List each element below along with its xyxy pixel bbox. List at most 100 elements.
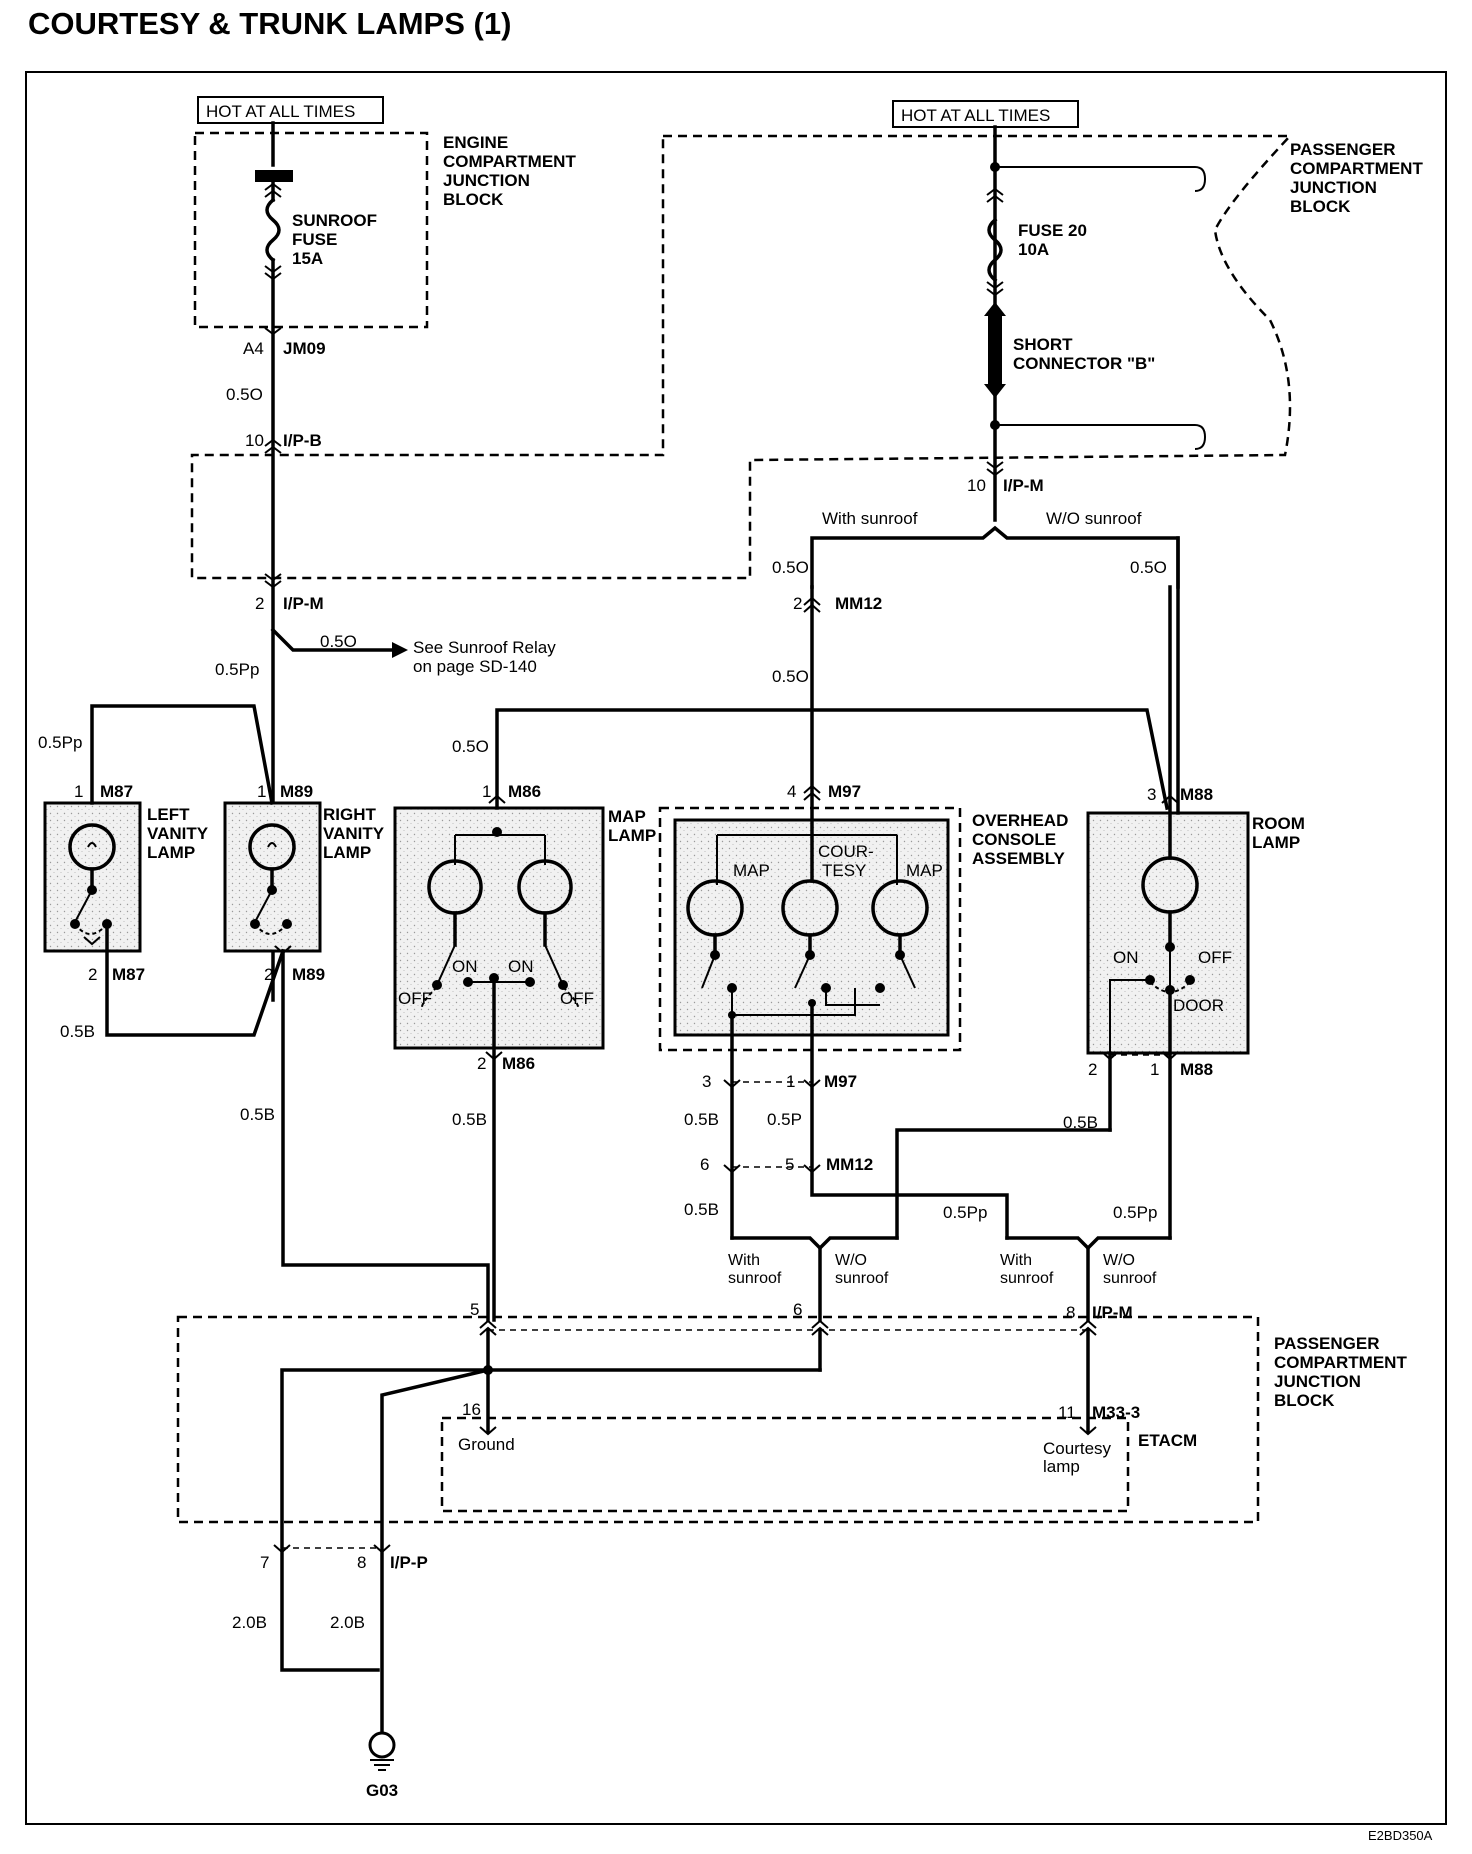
wo-sunroof-b1-1: W/O	[835, 1252, 867, 1269]
sunroof-relay-note-2: on page SD-140	[413, 657, 537, 676]
left-vanity-label-2: VANITY	[147, 824, 209, 843]
map-lamp-on-right: ON	[508, 957, 534, 976]
connector-m88-top: M88	[1180, 785, 1213, 804]
with-sunroof-top: With sunroof	[822, 509, 918, 528]
connector-m86-top: M86	[508, 782, 541, 801]
wo-sunroof-b2-2: sunroof	[1103, 1270, 1157, 1287]
map-lamp-off-left: OFF	[398, 989, 432, 1008]
wire-color-sunroof-relay: 0.5O	[320, 632, 357, 651]
oc-courtesy-1: COUR-	[818, 842, 874, 861]
passenger-junction-top-label-1: PASSENGER	[1290, 140, 1396, 159]
wire-color-18: 2.0B	[232, 1613, 267, 1632]
sunroof-fuse-label-1: SUNROOF	[292, 211, 377, 230]
connector-m89-top: M89	[280, 782, 313, 801]
room-lamp-label-2: LAMP	[1252, 833, 1300, 852]
connector-m88-bottom: M88	[1180, 1060, 1213, 1079]
connector-ipp: I/P-P	[390, 1553, 428, 1572]
connector-mm12-top: MM12	[835, 594, 882, 613]
etacm-label: ETACM	[1138, 1431, 1197, 1450]
pin-11: 11	[1058, 1403, 1076, 1422]
passenger-junction-top-label-4: BLOCK	[1290, 197, 1351, 216]
room-lamp-off: OFF	[1198, 948, 1232, 967]
pin-1-m88: 1	[1150, 1060, 1159, 1079]
passenger-junction-top-label-3: JUNCTION	[1290, 178, 1377, 197]
pin-1-m97: 1	[786, 1072, 795, 1091]
wire-color-12: 0.5B	[684, 1110, 719, 1129]
map-lamp	[393, 806, 605, 1050]
wo-sunroof-top: W/O sunroof	[1046, 509, 1142, 528]
engine-junction-label-3: JUNCTION	[443, 171, 530, 190]
connector-ipm-right: I/P-M	[1003, 476, 1044, 495]
connector-m87-top: M87	[100, 782, 133, 801]
room-lamp	[1086, 811, 1250, 1055]
pin-6-junction: 6	[793, 1300, 802, 1319]
engine-junction-label-2: COMPARTMENT	[443, 152, 576, 171]
passenger-junction-bottom-label-2: COMPARTMENT	[1274, 1353, 1407, 1372]
connector-m33-3: M33-3	[1092, 1403, 1140, 1422]
oc-map-right: MAP	[906, 861, 943, 880]
connector-ipm-left: I/P-M	[283, 594, 324, 613]
wire-color-19: 2.0B	[330, 1613, 365, 1632]
fuse20-label-2: 10A	[1018, 240, 1049, 259]
pin-2-m86: 2	[477, 1054, 486, 1073]
room-lamp-label-1: ROOM	[1252, 814, 1305, 833]
connector-ipb: I/P-B	[283, 431, 322, 450]
fuse20-label-1: FUSE 20	[1018, 221, 1087, 240]
wire-color-15: 0.5B	[684, 1200, 719, 1219]
passenger-junction-bottom-label-1: PASSENGER	[1274, 1334, 1380, 1353]
passenger-junction-bottom-label-4: BLOCK	[1274, 1391, 1335, 1410]
pin-a4: A4	[243, 339, 264, 358]
connector-m97-top: M97	[828, 782, 861, 801]
pin-2-room: 2	[1088, 1060, 1097, 1079]
with-sunroof-b1-1: With	[728, 1252, 760, 1269]
connector-mm12-bottom: MM12	[826, 1155, 873, 1174]
oc-map-left: MAP	[733, 861, 770, 880]
engine-junction-label-4: BLOCK	[443, 190, 504, 209]
wire-color-16: 0.5Pp	[943, 1203, 987, 1222]
pin-8-ipp: 8	[357, 1553, 366, 1572]
wire-color-14: 0.5B	[1063, 1113, 1098, 1132]
passenger-junction-bottom-label-3: JUNCTION	[1274, 1372, 1361, 1391]
short-connector-label-1: SHORT	[1013, 335, 1073, 354]
pin-7: 7	[260, 1553, 269, 1572]
engine-junction-block	[193, 131, 429, 329]
map-lamp-on-left: ON	[452, 957, 478, 976]
pin-1-m89: 1	[257, 782, 266, 801]
sunroof-relay-note-1: See Sunroof Relay	[413, 638, 556, 657]
right-vanity-label-3: LAMP	[323, 843, 371, 862]
map-lamp-label-1: MAP	[608, 807, 646, 826]
wire-color-2: 0.5Pp	[215, 660, 259, 679]
pin-2-mm12: 2	[793, 594, 802, 613]
short-connector-b	[988, 312, 1002, 387]
connector-m86-bottom: M86	[502, 1054, 535, 1073]
pin-2-ipm: 2	[255, 594, 264, 613]
connector-jm09: JM09	[283, 339, 326, 358]
pin-5-junction: 5	[470, 1300, 479, 1319]
etacm-box	[440, 1416, 1130, 1513]
with-sunroof-b2-1: With	[1000, 1252, 1032, 1269]
page-title: COURTESY & TRUNK LAMPS (1)	[28, 6, 512, 41]
pin-10-ipb: 10	[245, 431, 264, 450]
pin-6-left: 6	[700, 1155, 709, 1174]
ground-id: G03	[366, 1781, 398, 1800]
pin-2-m89: 2	[264, 965, 273, 984]
pin-1-m86: 1	[482, 782, 491, 801]
sunroof-fuse-symbol	[265, 197, 281, 263]
passenger-junction-block-top	[190, 134, 1293, 580]
left-vanity-label-1: LEFT	[147, 805, 190, 824]
overhead-label-3: ASSEMBLY	[972, 849, 1066, 868]
hot-at-all-times-right: HOT AT ALL TIMES	[901, 106, 1050, 125]
passenger-junction-top-label-2: COMPARTMENT	[1290, 159, 1423, 178]
right-vanity-label-1: RIGHT	[323, 805, 377, 824]
connector-m89-bottom: M89	[292, 965, 325, 984]
right-vanity-label-2: VANITY	[323, 824, 385, 843]
passenger-junction-block-bottom	[176, 1315, 1260, 1524]
connector-m87-bottom: M87	[112, 965, 145, 984]
pin-5-mm12: 5	[785, 1155, 794, 1174]
hot-at-all-times-left: HOT AT ALL TIMES	[206, 102, 355, 121]
pin-8-ipm: 8	[1066, 1303, 1075, 1322]
fuse-bus-bar	[255, 170, 293, 182]
hot-at-all-times-right-box	[892, 100, 1079, 128]
wire-color-8: 0.5O	[452, 737, 489, 756]
overhead-label-1: OVERHEAD	[972, 811, 1068, 830]
